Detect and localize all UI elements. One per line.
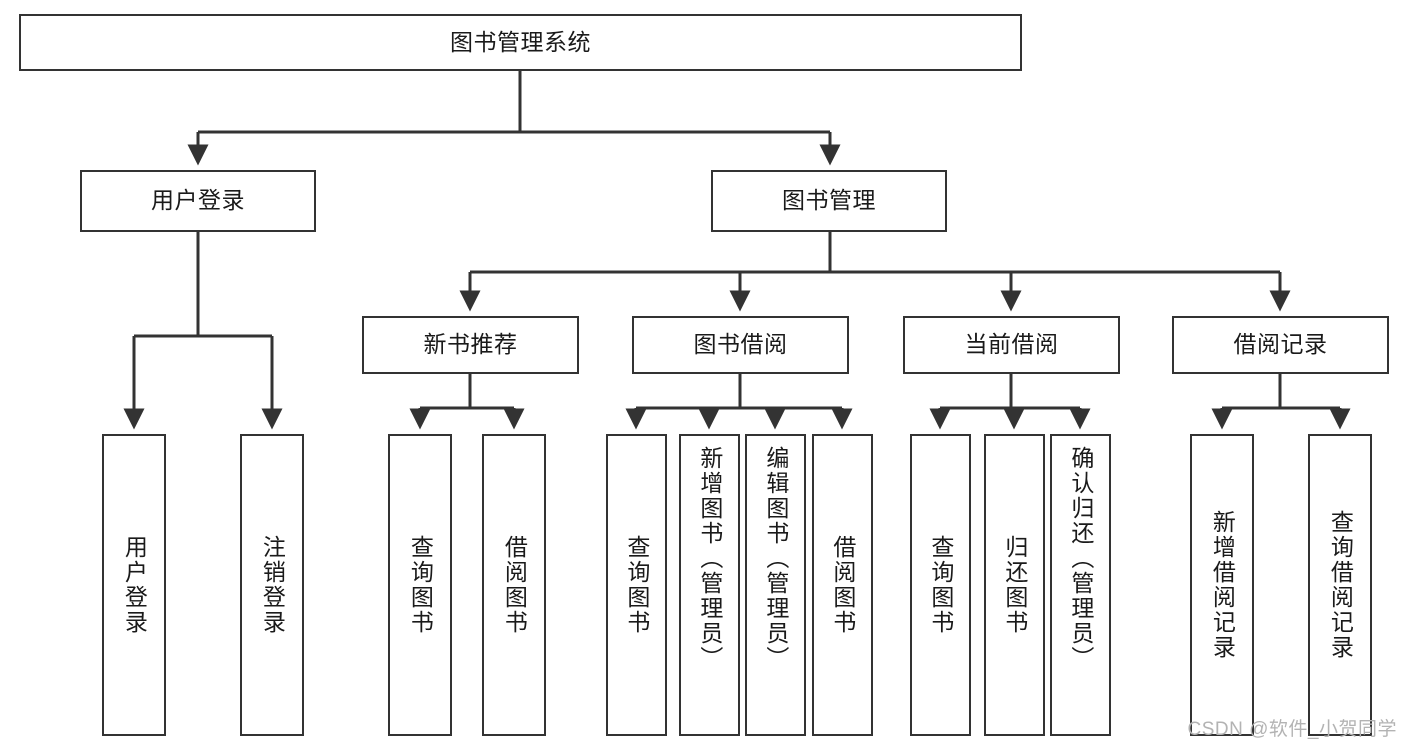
node-label: 查询图书 bbox=[927, 535, 954, 635]
node-label: 查询图书 bbox=[407, 535, 434, 635]
node-label: 查询借阅记录 bbox=[1327, 510, 1354, 660]
node-label: 查询图书 bbox=[623, 535, 650, 635]
node-leaf-query-book-current[interactable]: 查询图书 bbox=[910, 434, 971, 736]
node-user-login[interactable]: 用户登录 bbox=[80, 170, 316, 232]
node-label: 新增图书（管理员） bbox=[696, 446, 723, 671]
node-leaf-edit-book-admin[interactable]: 编辑图书（管理员） bbox=[745, 434, 806, 736]
node-label: 图书管理系统 bbox=[450, 28, 591, 55]
node-root-system[interactable]: 图书管理系统 bbox=[19, 14, 1022, 71]
node-borrow-record[interactable]: 借阅记录 bbox=[1172, 316, 1389, 374]
node-current-borrow[interactable]: 当前借阅 bbox=[903, 316, 1120, 374]
node-book-manage[interactable]: 图书管理 bbox=[711, 170, 947, 232]
node-new-book-recommend[interactable]: 新书推荐 bbox=[362, 316, 579, 374]
node-label: 新书推荐 bbox=[423, 331, 518, 358]
node-leaf-user-logout[interactable]: 注销登录 bbox=[240, 434, 304, 736]
node-label: 借阅记录 bbox=[1233, 331, 1328, 358]
node-leaf-add-book-admin[interactable]: 新增图书（管理员） bbox=[679, 434, 740, 736]
node-leaf-user-login[interactable]: 用户登录 bbox=[102, 434, 166, 736]
node-label: 归还图书 bbox=[1001, 535, 1028, 635]
node-label: 图书管理 bbox=[782, 187, 876, 214]
node-leaf-add-borrow-record[interactable]: 新增借阅记录 bbox=[1190, 434, 1254, 736]
node-leaf-query-book-borrow[interactable]: 查询图书 bbox=[606, 434, 667, 736]
node-leaf-query-book-rec[interactable]: 查询图书 bbox=[388, 434, 452, 736]
node-label: 用户登录 bbox=[151, 187, 245, 214]
node-leaf-query-borrow-record[interactable]: 查询借阅记录 bbox=[1308, 434, 1372, 736]
node-label: 编辑图书（管理员） bbox=[762, 446, 789, 671]
node-label: 借阅图书 bbox=[829, 535, 856, 635]
node-label: 新增借阅记录 bbox=[1209, 510, 1236, 660]
node-label: 用户登录 bbox=[121, 535, 148, 635]
node-leaf-borrow-book[interactable]: 借阅图书 bbox=[812, 434, 873, 736]
node-leaf-borrow-book-rec[interactable]: 借阅图书 bbox=[482, 434, 546, 736]
node-label: 确认归还（管理员） bbox=[1067, 446, 1094, 671]
node-label: 当前借阅 bbox=[964, 331, 1059, 358]
node-label: 图书借阅 bbox=[693, 331, 788, 358]
node-label: 借阅图书 bbox=[501, 535, 528, 635]
node-book-borrow[interactable]: 图书借阅 bbox=[632, 316, 849, 374]
csdn-watermark: CSDN @软件_小贺同学 bbox=[1187, 719, 1397, 740]
node-leaf-confirm-return-admin[interactable]: 确认归还（管理员） bbox=[1050, 434, 1111, 736]
node-label: 注销登录 bbox=[259, 535, 286, 635]
node-leaf-return-book[interactable]: 归还图书 bbox=[984, 434, 1045, 736]
